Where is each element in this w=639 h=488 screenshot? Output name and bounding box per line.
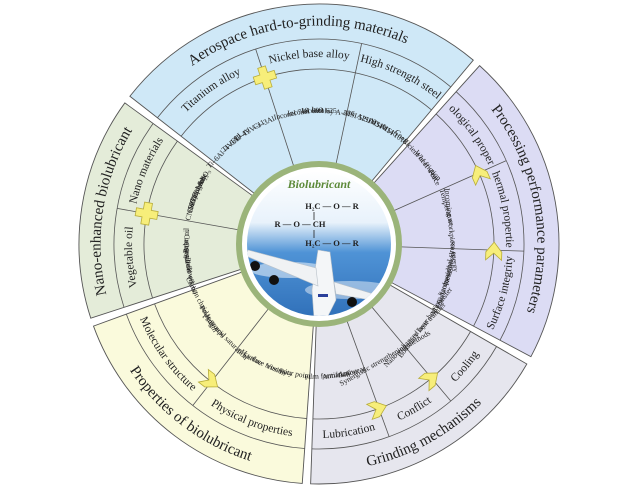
- category-divider: [371, 306, 452, 402]
- item-label: ...: [201, 168, 212, 178]
- item-label: Palm oil: [181, 228, 191, 253]
- ring-line: [312, 331, 471, 420]
- item-label: CNTs: [183, 202, 196, 221]
- item-label: ...: [182, 229, 191, 236]
- category-divider: [192, 308, 269, 406]
- category-divider: [335, 43, 363, 164]
- chevron-connector-icon: [485, 241, 503, 262]
- plus-connector-icon: [134, 201, 159, 226]
- formula-line-2: R — O — CH: [275, 219, 326, 229]
- formula-line-1: H₂C — O — R: [305, 201, 359, 211]
- chevron-connector-icon: [417, 372, 439, 392]
- ring-line: [455, 91, 525, 341]
- category-divider: [393, 160, 507, 212]
- item-label: Inconel 600: [287, 105, 324, 118]
- item-label: Film formation: [304, 369, 350, 381]
- sectors-layer: [78, 3, 560, 485]
- item-label: SiO₂: [186, 194, 199, 211]
- item-label: Canola oil: [182, 241, 194, 273]
- plus-connector-icon: [252, 65, 278, 90]
- item-label: Castor oil: [182, 234, 192, 264]
- ring-line: [180, 68, 432, 137]
- center-hub: Biolubricant H₂C — O — R R — O — CH H₂C …: [236, 161, 402, 327]
- center-title: Biolubricant: [287, 177, 351, 191]
- connector-layer: [134, 65, 503, 421]
- divider-lines: [113, 38, 525, 450]
- ring-line: [125, 313, 305, 449]
- formula-line-3: H₂C — O — R: [305, 238, 359, 248]
- ring-line: [435, 113, 495, 327]
- chevron-connector-icon: [365, 401, 387, 421]
- ring-line: [311, 346, 497, 450]
- category-divider: [400, 246, 524, 252]
- item-label: SiC: [185, 201, 197, 214]
- category-divider: [346, 320, 390, 437]
- ring-line: [113, 123, 154, 308]
- chevron-connector-icon: [197, 368, 219, 388]
- chevron-connector-icon: [471, 164, 491, 187]
- ring-line: [157, 38, 452, 119]
- item-label: Inconel 625: [301, 106, 337, 115]
